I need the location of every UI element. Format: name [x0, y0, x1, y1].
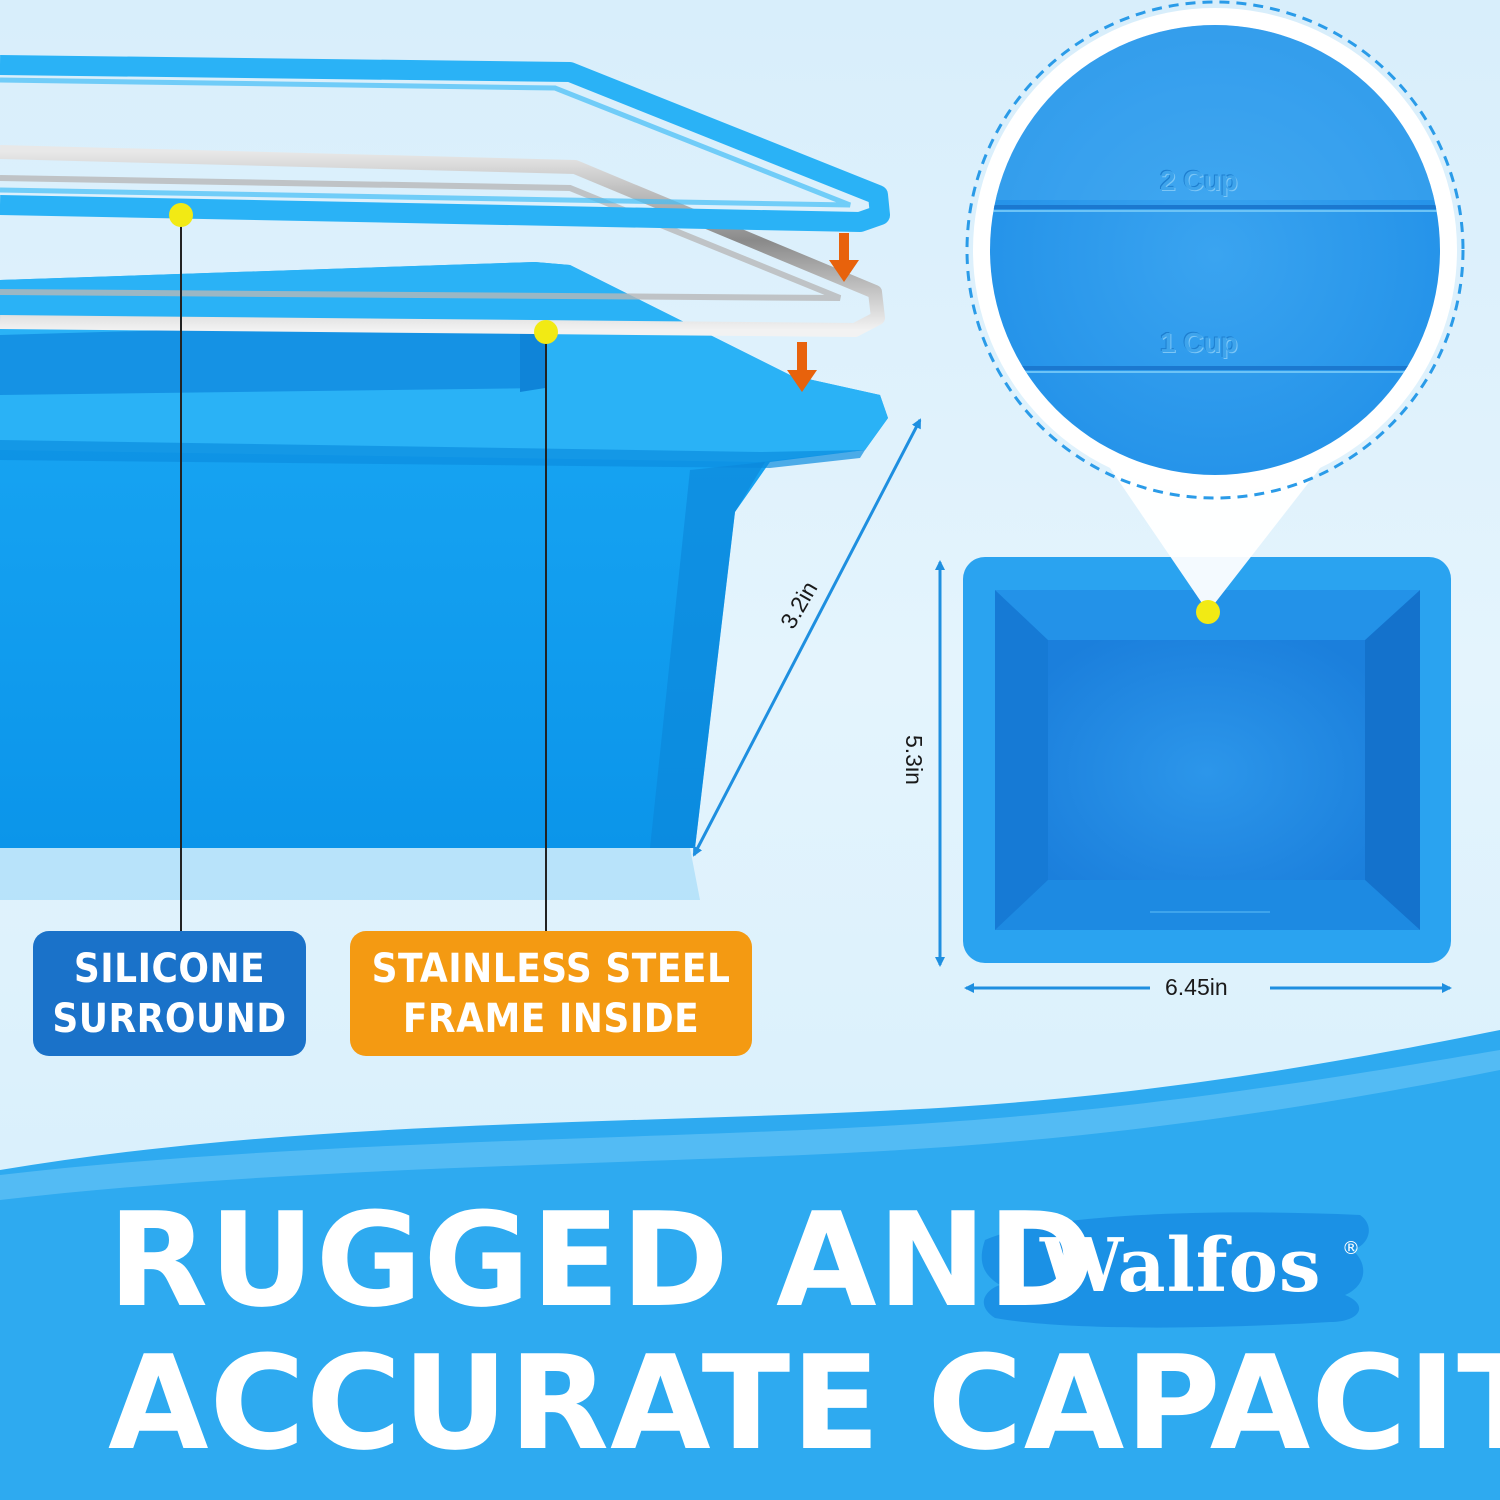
steel-frame-label: STAINLESS STEEL FRAME INSIDE [350, 931, 752, 1056]
headline-line-2: ACCURATE CAPACITY [108, 1327, 1500, 1479]
pan-top-view [963, 557, 1451, 963]
steel-label-line-2: FRAME INSIDE [402, 995, 700, 1042]
silicone-surround-label: SILICONE SURROUND [33, 931, 306, 1056]
magnifier-origin-dot [1196, 600, 1220, 624]
pan-reflection [0, 848, 700, 900]
headline-line-1: RUGGED AND [108, 1184, 1097, 1336]
height-dimension-line [692, 418, 922, 857]
magnifier-detail [965, 0, 1465, 500]
insert-arrow-icon [787, 233, 859, 392]
silicone-surround-ring [0, 55, 890, 232]
brand-brush-stroke [981, 1212, 1369, 1328]
length-dimension-label: 6.45in [1165, 974, 1228, 1000]
steel-label-line-1: STAINLESS STEEL [371, 945, 731, 992]
capacity-mark-1-cup: 1 Cup [1160, 327, 1238, 358]
steel-pointer-dot [534, 320, 558, 344]
stainless-steel-frame [0, 145, 885, 337]
bottom-wave-light [0, 1050, 1500, 1200]
width-dimension-label: 5.3in [901, 735, 927, 785]
silicone-pointer-dot [169, 203, 193, 227]
silicone-label-line-1: SILICONE [73, 945, 266, 992]
brand-registered-mark: ® [1342, 1238, 1360, 1259]
silicone-loaf-pan [0, 262, 888, 848]
magnifier-cone [1110, 468, 1320, 612]
capacity-mark-2-cup: 2 Cup [1160, 165, 1238, 196]
brand-logo: Walfos [1040, 1223, 1322, 1309]
silicone-label-line-2: SURROUND [52, 995, 287, 1042]
